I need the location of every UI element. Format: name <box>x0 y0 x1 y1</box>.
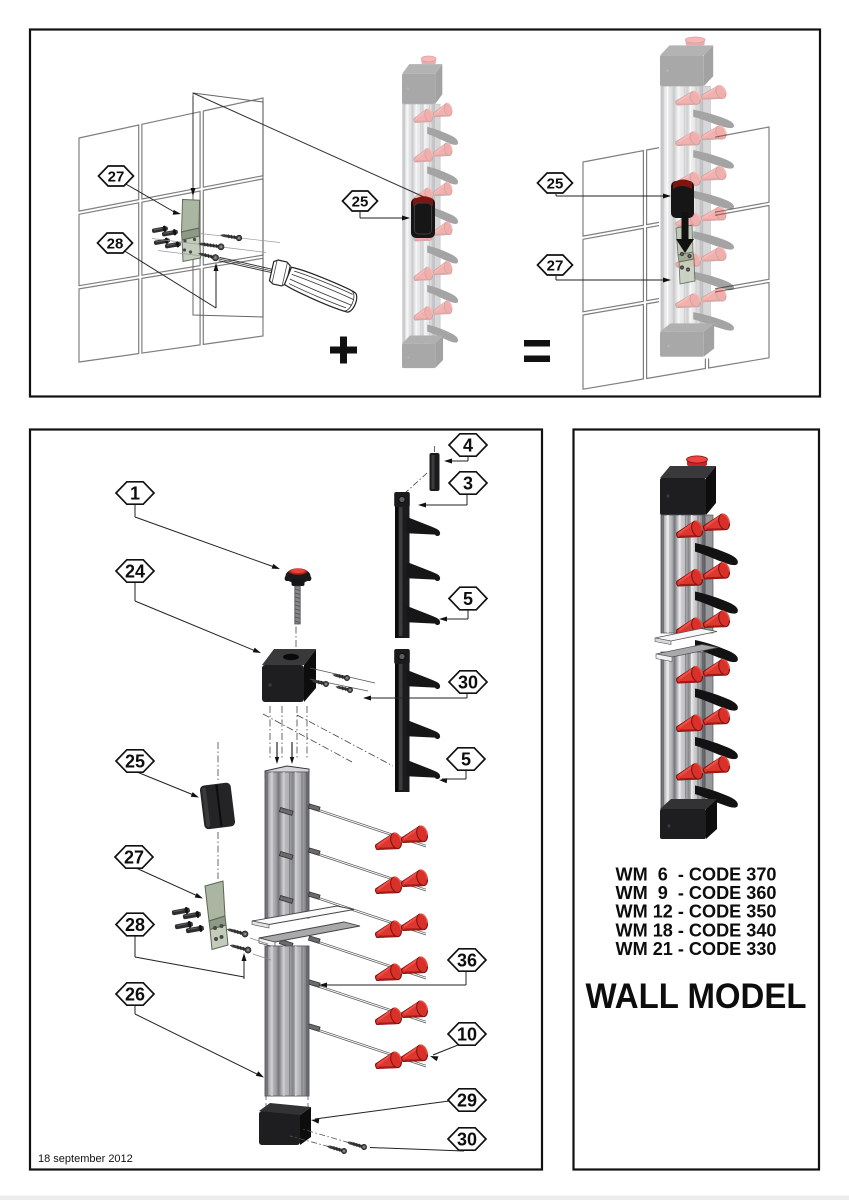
svg-text:27: 27 <box>547 257 564 274</box>
svg-text:3: 3 <box>463 474 473 494</box>
svg-text:WM 9 - CODE 360: WM 9 - CODE 360 <box>616 883 777 903</box>
svg-text:30: 30 <box>458 673 478 693</box>
svg-text:WALL MODEL: WALL MODEL <box>586 976 807 1016</box>
svg-text:29: 29 <box>457 1091 477 1111</box>
svg-text:25: 25 <box>125 752 145 772</box>
svg-text:24: 24 <box>125 562 145 582</box>
svg-text:10: 10 <box>457 1025 477 1045</box>
svg-text:WM 18 - CODE 340: WM 18 - CODE 340 <box>616 920 777 940</box>
svg-text:WM 12 - CODE 350: WM 12 - CODE 350 <box>616 902 777 922</box>
svg-text:25: 25 <box>547 175 564 192</box>
svg-text:27: 27 <box>108 168 125 185</box>
svg-text:5: 5 <box>463 589 473 609</box>
svg-text:5: 5 <box>461 750 471 770</box>
svg-text:28: 28 <box>125 915 145 935</box>
svg-text:28: 28 <box>107 235 124 252</box>
svg-text:18 september 2012: 18 september 2012 <box>38 1153 133 1165</box>
svg-text:WM 21 - CODE 330: WM 21 - CODE 330 <box>616 939 777 959</box>
svg-text:36: 36 <box>457 951 477 971</box>
svg-text:25: 25 <box>352 193 369 210</box>
svg-text:26: 26 <box>125 985 145 1005</box>
svg-text:WM 6 - CODE 370: WM 6 - CODE 370 <box>616 865 777 885</box>
svg-text:27: 27 <box>124 848 144 868</box>
svg-text:1: 1 <box>130 484 140 504</box>
svg-text:4: 4 <box>463 436 473 456</box>
svg-text:30: 30 <box>457 1130 477 1150</box>
